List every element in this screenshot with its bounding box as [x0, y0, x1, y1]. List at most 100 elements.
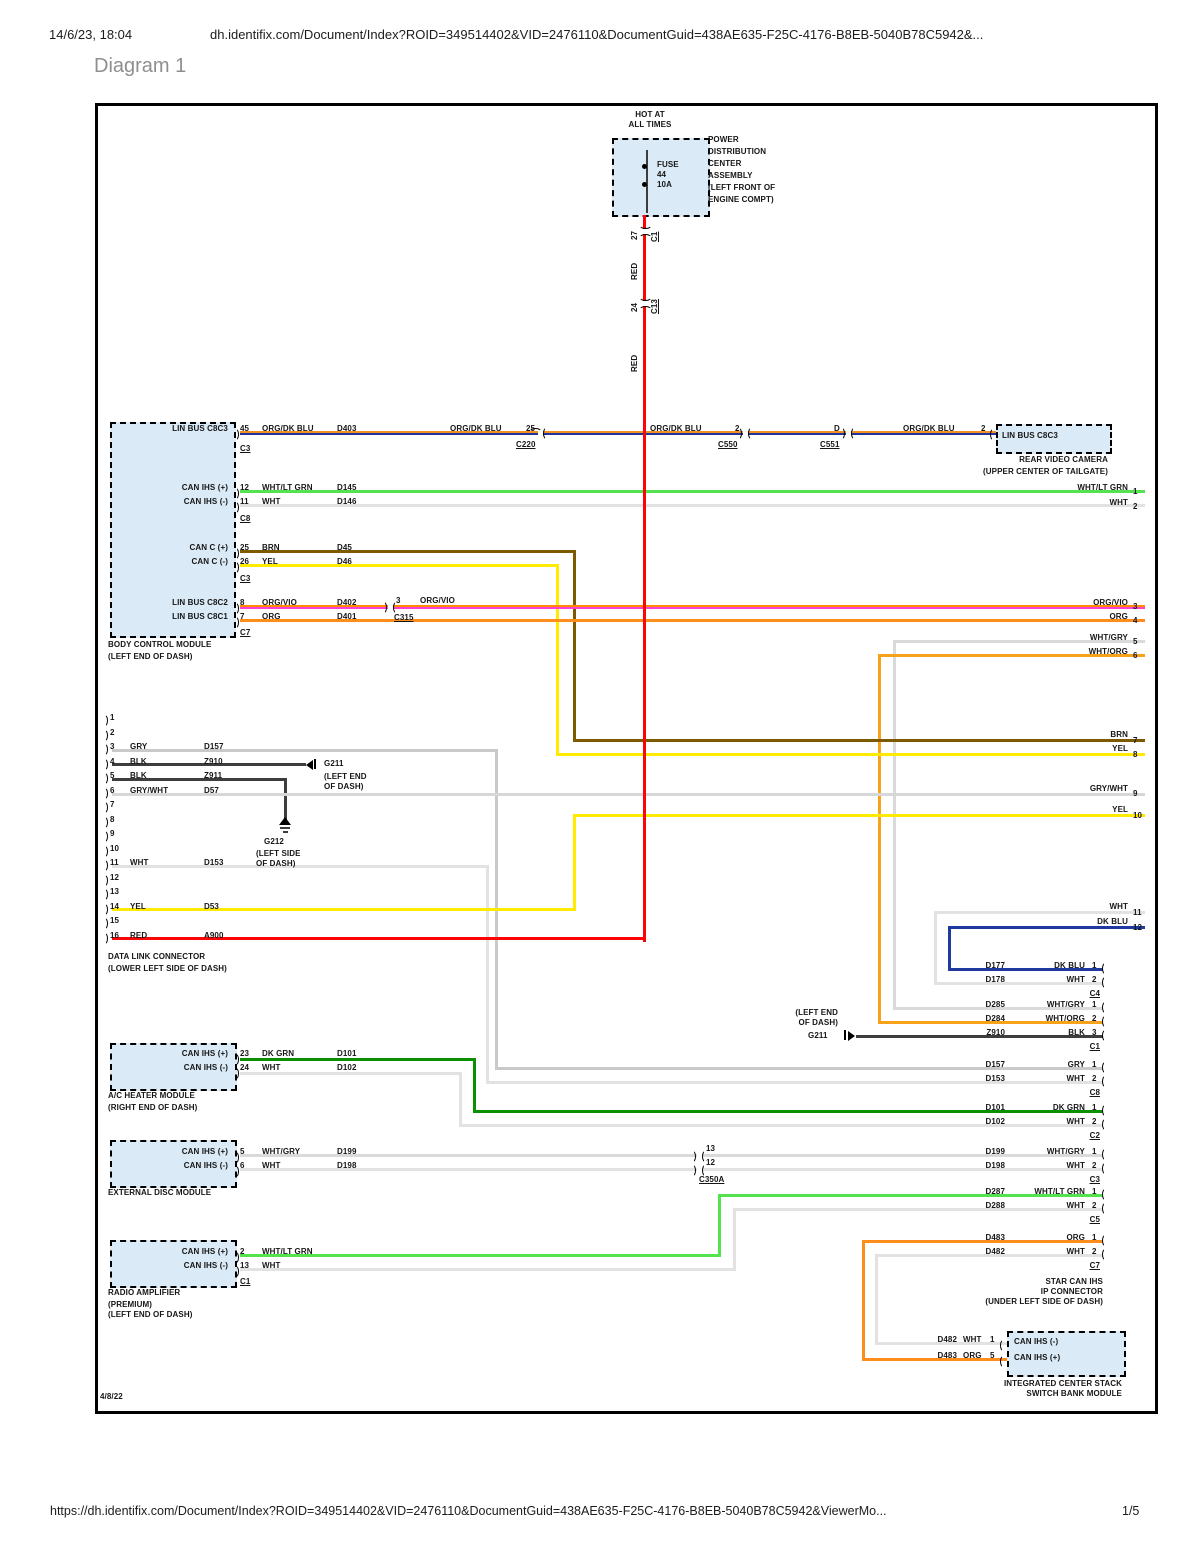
dlc-pin-number: 3	[110, 742, 115, 751]
module-port-label: CAN IHS (+)	[1014, 1353, 1061, 1362]
pin-chevron	[1102, 1001, 1110, 1014]
wire-color-label: WHT	[130, 858, 149, 867]
circuit-label: D199	[337, 1147, 357, 1156]
wire-yel-vertical	[556, 566, 559, 756]
wire-color-label: ORG	[1066, 1233, 1085, 1242]
wire-color-label: WHT/GRY	[1046, 1000, 1085, 1009]
dlc-pin-number: 7	[110, 800, 115, 809]
pin-chevron	[1102, 976, 1110, 989]
star-pin-number: 1	[1092, 1147, 1097, 1156]
ground-name: G211	[808, 1031, 828, 1040]
inline-connector-c350a: C350A	[699, 1175, 725, 1184]
wire-org-d483	[862, 1240, 1103, 1243]
diagram-date: 4/8/22	[100, 1392, 123, 1401]
pin-chevron	[100, 757, 108, 771]
connector-arc	[748, 427, 756, 440]
dlc-pin-number: 16	[110, 930, 120, 940]
wire-blk-z910	[112, 763, 306, 766]
wire-wht-d482-vertical	[875, 1254, 878, 1345]
pin-chevron	[100, 714, 108, 727]
inline-pin: 13	[706, 1144, 716, 1153]
circuit-label: Z910	[204, 756, 223, 766]
wire-color-label: WHT/LT GRN	[1077, 483, 1128, 492]
star-connector-label: C5	[1089, 1215, 1100, 1224]
module-pin: 23	[240, 1049, 250, 1058]
wire-wht-d178	[934, 982, 1103, 985]
circuit-label: D288	[985, 1201, 1005, 1210]
dlc-pin-number: 8	[110, 814, 115, 824]
wire-brn-right	[573, 739, 1145, 742]
wire-color-label: ORG	[1109, 612, 1128, 621]
wire-dkblu-d177	[948, 968, 1103, 971]
wire-yel-right	[556, 753, 1145, 756]
pin-chevron	[100, 873, 108, 887]
fuse-terminal-dot	[642, 182, 647, 187]
edge-pin: 10	[1133, 811, 1143, 820]
pin-chevron	[100, 931, 108, 945]
dlc-pin-number: 1	[110, 713, 115, 722]
circuit-label: D101	[337, 1049, 357, 1058]
wire-wht-d482-low	[875, 1342, 1007, 1345]
dlc-pin-number: 6	[110, 785, 115, 795]
wire-gry-d157-low	[495, 1067, 1103, 1070]
star-connector-name: STAR CAN IHS IP CONNECTOR (UNDER LEFT SI…	[985, 1277, 1103, 1306]
wire-color-label: ORG	[262, 612, 281, 621]
module-port-label: CAN IHS (-)	[183, 1261, 228, 1270]
star-group-c4: D177 DK BLU 1 D178 WHT 2	[940, 961, 1115, 989]
pin-chevron	[1102, 1162, 1110, 1175]
connector-arc	[529, 428, 542, 436]
circuit-label: D483	[985, 1233, 1005, 1242]
dlc-pin-number: 5	[110, 771, 115, 780]
dlc-pin-row: 15	[100, 916, 340, 931]
wire-gry-d157	[112, 749, 495, 752]
circuit-label: D284	[985, 1014, 1005, 1023]
star-group-c7: D483 ORG 1 D482 WHT 2	[940, 1233, 1115, 1261]
wire-color-label: ORG/DK BLU	[650, 424, 702, 433]
module-port-label: CAN IHS (+)	[181, 1247, 228, 1256]
wire-dkgrn-vertical	[473, 1058, 476, 1113]
module-pin: 6	[240, 1161, 245, 1170]
star-connector-row: D287 WHT/LT GRN 1	[940, 1187, 1115, 1201]
connector-arc	[851, 427, 859, 440]
star-pin-number: 2	[1092, 1014, 1097, 1023]
wire-color-label: WHT	[262, 1261, 281, 1270]
star-pin-number: 1	[1092, 1103, 1097, 1112]
circuit-label: D482	[937, 1335, 957, 1344]
star-connector-row: Z910 BLK 3	[940, 1028, 1115, 1042]
pin-chevron	[231, 561, 239, 574]
wire-color-label: BRN	[1110, 730, 1128, 739]
star-pin-number: 1	[1092, 1187, 1097, 1196]
star-group-c8: D157 GRY 1 D153 WHT 2	[940, 1060, 1115, 1088]
wire-color-label: ORG/DK BLU	[450, 424, 502, 433]
pin-chevron	[990, 428, 998, 441]
edge-pin: 2	[1133, 502, 1138, 511]
circuit-label: A900	[204, 930, 224, 940]
camera-name: REAR VIDEO CAMERA	[1019, 455, 1108, 464]
star-pin-number: 3	[1092, 1028, 1097, 1037]
fuse-terminal-dot	[642, 164, 647, 169]
bcm-port-label: CAN C (+)	[189, 543, 228, 552]
print-datetime: 14/6/23, 18:04	[49, 27, 133, 42]
inline-pin: 12	[706, 1158, 716, 1167]
wire-whtgry-d285	[893, 1007, 1103, 1010]
wire-color-label: WHT	[262, 1161, 281, 1170]
bcm-pin: 12	[240, 483, 250, 492]
wire-color-label: GRY/WHT	[1089, 784, 1128, 793]
module-pin: 5	[240, 1147, 245, 1156]
ground-location: (LEFT SIDE OF DASH)	[256, 849, 301, 868]
dlc-pin-number: 12	[110, 872, 120, 882]
pin-chevron	[1102, 1248, 1110, 1261]
wire-color-label: WHT/ORG	[1088, 647, 1128, 656]
ground-terminal-icon	[848, 1031, 855, 1041]
wire-dkgrn-d101-low	[473, 1110, 1103, 1113]
wire-color-label: WHT	[1066, 1201, 1085, 1210]
wire-org-d483-vertical	[862, 1240, 865, 1361]
pin-chevron	[231, 1265, 239, 1278]
star-connector-row: D101 DK GRN 1	[940, 1103, 1115, 1117]
wire-color-label: BLK	[130, 756, 147, 766]
wire-yel-d46	[240, 564, 559, 567]
circuit-label: D403	[337, 424, 357, 433]
wire-color-label: YEL	[262, 557, 278, 566]
wire-red-a900	[112, 937, 646, 940]
wire-color-label: WHT	[963, 1335, 982, 1344]
